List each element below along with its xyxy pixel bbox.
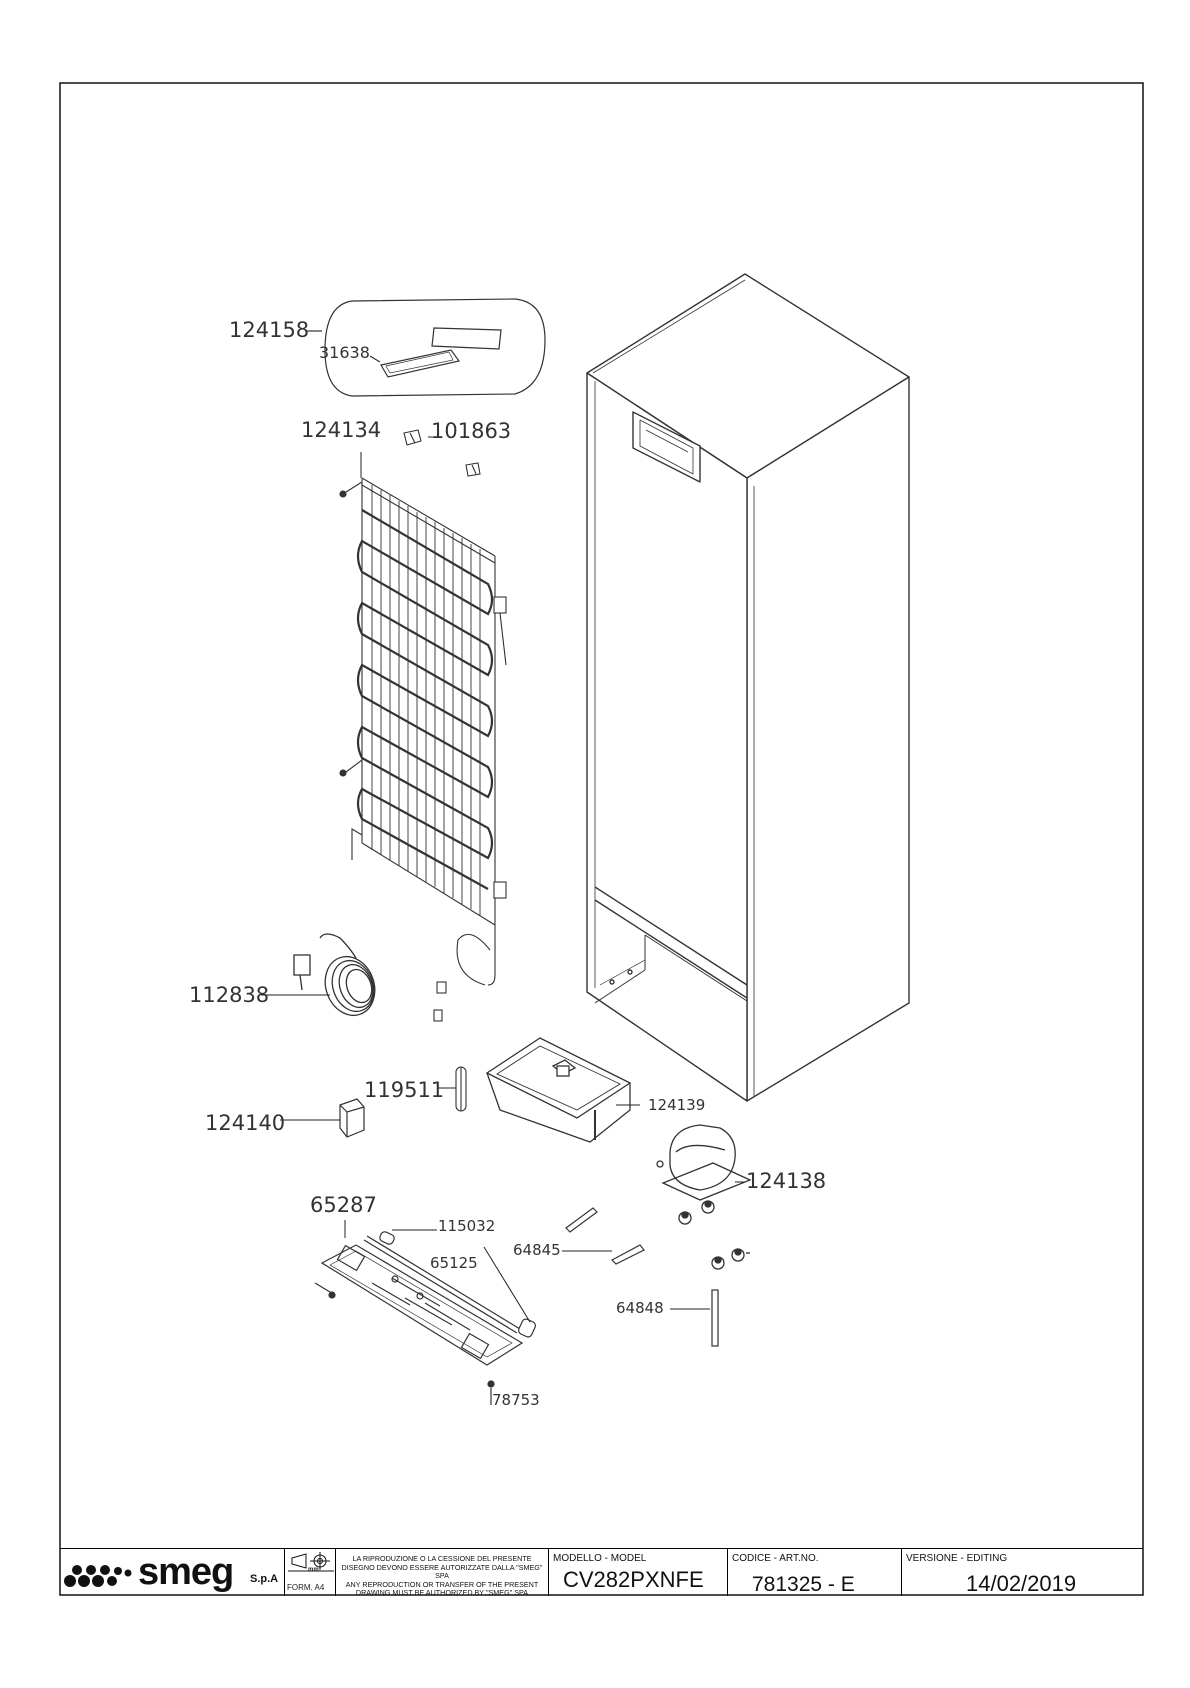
code-cell: CODICE - ART.NO. 781325 - E — [727, 1549, 902, 1596]
model-label: MODELLO - MODEL — [553, 1553, 647, 1564]
cabinet-drawing — [586, 273, 910, 1102]
part-label-124134: 124134 — [301, 418, 382, 442]
sheet-frame — [59, 82, 1144, 1596]
gasket-inset — [307, 298, 546, 397]
compressor-drawing — [656, 1124, 752, 1270]
format-label: FORM. A4 — [287, 1583, 325, 1592]
version-value: 14/02/2019 — [966, 1571, 1077, 1596]
part-label-101863: 101863 — [431, 419, 512, 443]
part-label-31638: 31638 — [319, 343, 370, 362]
part-label-124140: 124140 — [205, 1111, 286, 1135]
part-label-65287: 65287 — [310, 1193, 377, 1217]
model-cell: MODELLO - MODEL CV282PXNFE — [548, 1549, 728, 1596]
legal-notice-cell: LA RIPRODUZIONE O LA CESSIONE DEL PRESEN… — [335, 1549, 549, 1598]
brand-name: smeg — [138, 1551, 234, 1593]
legal-notice-en: ANY REPRODUCTION OR TRANSFER OF THE PRES… — [345, 1579, 539, 1598]
title-block: smeg S.p.A mm FORM. A4 LA RIPRODUZIONE O… — [60, 1548, 1143, 1598]
model-value: CV282PXNFE — [563, 1567, 704, 1592]
legal-notice-it: LA RIPRODUZIONE O LA CESSIONE DEL PRESEN… — [341, 1554, 543, 1581]
clip-parts — [565, 1207, 719, 1347]
part-label-64848: 64848 — [616, 1299, 664, 1317]
units-label: mm — [308, 1567, 319, 1573]
code-label: CODICE - ART.NO. — [732, 1553, 819, 1564]
part-label-124158: 124158 — [229, 318, 310, 342]
part-label-112838: 112838 — [189, 983, 270, 1007]
part-label-124138: 124138 — [746, 1169, 827, 1193]
drip-tray-drawing — [485, 1037, 632, 1143]
relay-box-drawing — [339, 1098, 365, 1138]
smeg-logo: smeg S.p.A — [60, 1549, 284, 1596]
version-label: VERSIONE - EDITING — [906, 1553, 1008, 1564]
fitting-101863 — [403, 429, 481, 477]
format-cell: mm FORM. A4 — [284, 1549, 336, 1596]
base-plate-drawing — [314, 1231, 537, 1405]
part-label-119511: 119511 — [364, 1078, 445, 1102]
projection-symbol-icon — [288, 1552, 334, 1572]
small-connectors — [433, 981, 467, 1112]
brand-suffix: S.p.A — [250, 1573, 279, 1585]
leader-lines — [261, 436, 745, 1323]
logo-dots-icon — [64, 1565, 132, 1587]
version-cell: VERSIONE - EDITING 14/02/2019 — [901, 1549, 1143, 1596]
code-value: 781325 - E — [752, 1573, 855, 1596]
condenser-drawing — [339, 477, 507, 986]
legal-notice: LA RIPRODUZIONE O LA CESSIONE DEL PRESEN… — [338, 1554, 546, 1598]
part-label-115032: 115032 — [438, 1217, 496, 1235]
part-label-78753: 78753 — [492, 1391, 540, 1409]
power-cord-drawing — [293, 933, 376, 1017]
part-label-65125: 65125 — [430, 1254, 478, 1272]
part-label-64845: 64845 — [513, 1241, 561, 1259]
part-label-124139: 124139 — [648, 1096, 706, 1114]
